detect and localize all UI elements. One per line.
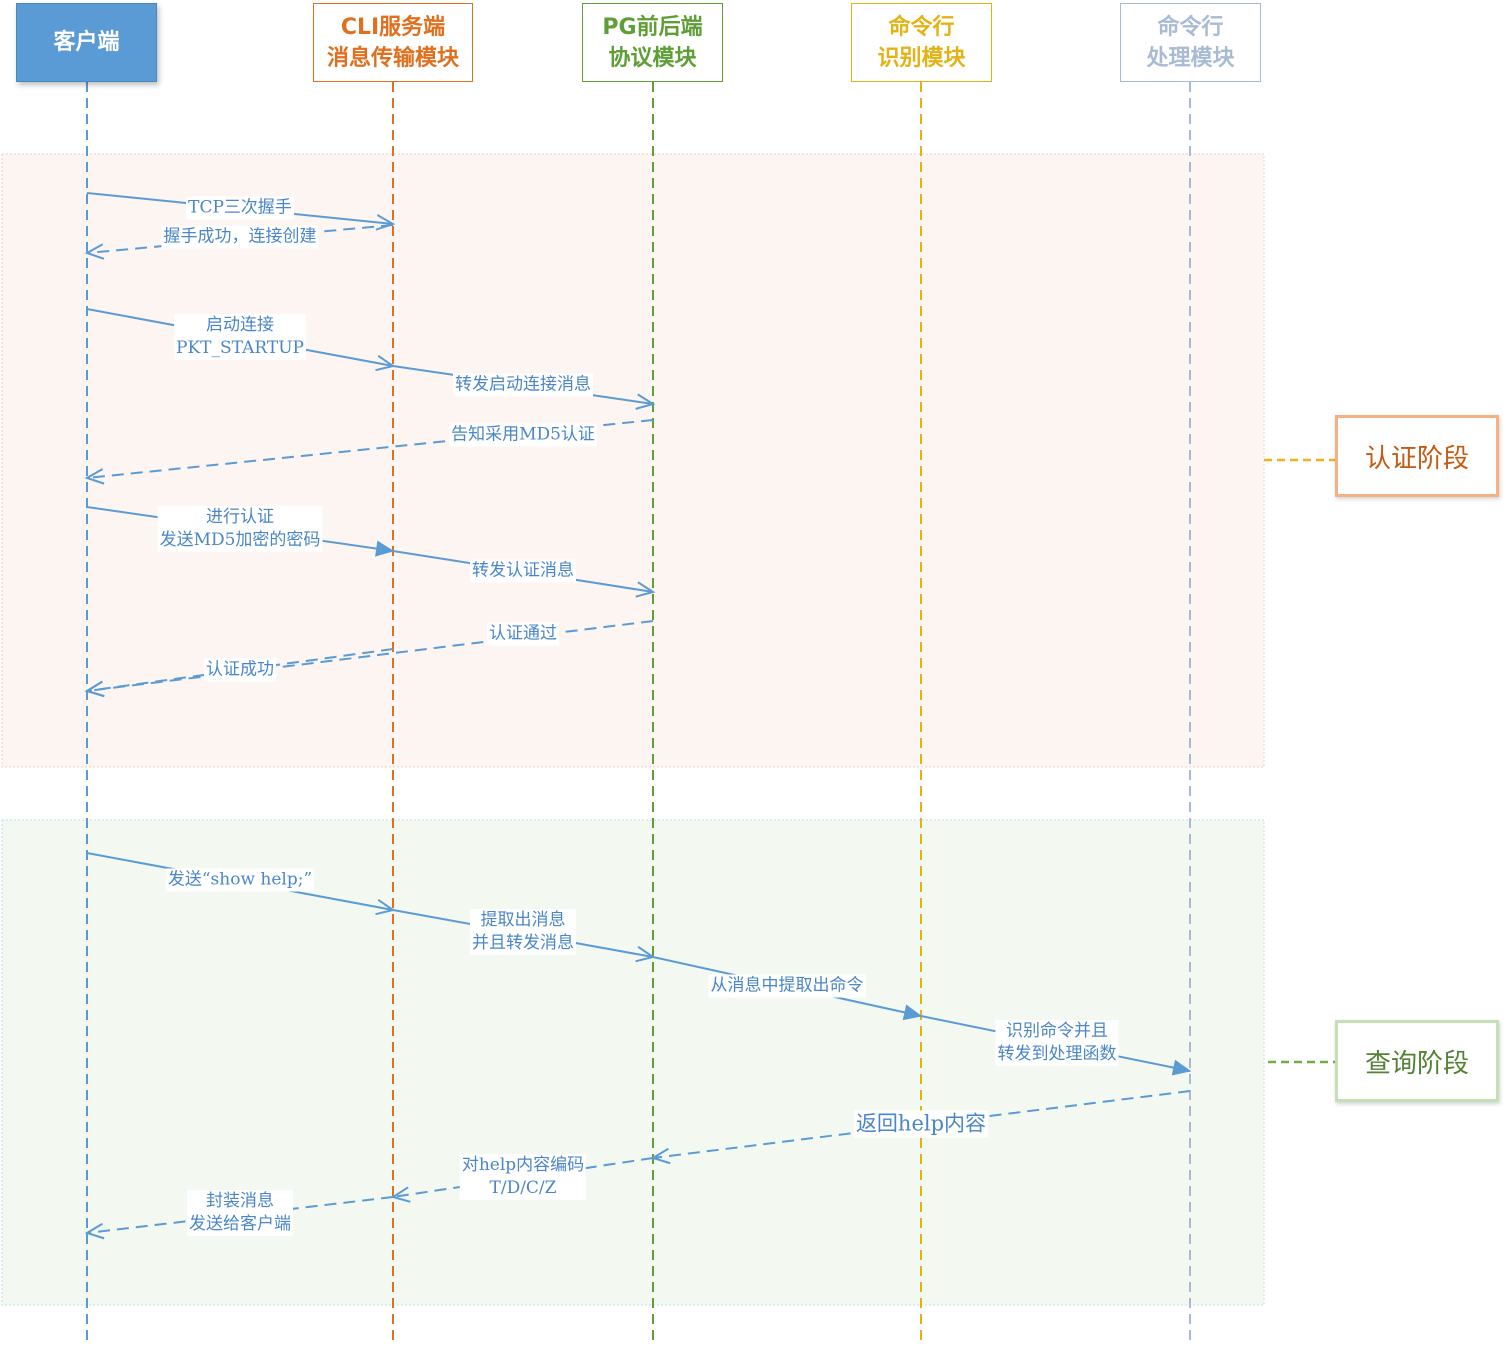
- message-label-9: 认证成功: [204, 658, 276, 682]
- message-label-line: 返回help内容: [855, 1111, 987, 1136]
- message-label-5: 告知采用MD5认证: [449, 423, 597, 447]
- participant-label: 消息传输模块: [326, 45, 459, 71]
- message-label-line: 发送给客户端: [189, 1214, 291, 1234]
- message-label-4: 转发启动连接消息: [453, 373, 593, 397]
- message-arrowhead-6: [375, 540, 395, 557]
- message-label-line: 认证成功: [206, 659, 274, 680]
- message-label-8: 认证通过: [487, 622, 559, 646]
- message-arrowhead-13: [1171, 1059, 1192, 1076]
- message-arrowhead-9: [84, 680, 105, 697]
- message-label-line: PKT_STARTUP: [176, 338, 304, 358]
- participant-label: 命令行: [1157, 14, 1224, 40]
- message-label-line: 并且转发消息: [472, 933, 574, 953]
- message-arrowhead-7: [635, 581, 656, 598]
- participant-4: 命令行识别模块: [851, 3, 992, 82]
- message-label-line: 识别命令并且: [1006, 1021, 1108, 1041]
- message-arrowhead-16: [84, 1222, 105, 1240]
- message-label-13: 识别命令并且转发到处理函数: [995, 1020, 1119, 1066]
- message-label-line: 从消息中提取出命令: [710, 975, 864, 996]
- participant-label: 协议模块: [608, 45, 697, 71]
- participant-3: PG前后端协议模块: [582, 3, 723, 82]
- participant-label: 客户端: [53, 30, 120, 55]
- message-label-line: 封装消息: [206, 1191, 274, 1211]
- message-label-1: TCP三次握手: [186, 196, 294, 220]
- message-label-14: 返回help内容: [853, 1110, 989, 1138]
- message-label-line: 进行认证: [205, 507, 274, 527]
- message-label-11: 提取出消息并且转发消息: [470, 909, 576, 955]
- message-label-line: 提取出消息: [480, 910, 566, 930]
- message-arrowhead-1: [375, 214, 396, 231]
- message-arrow-15: [392, 1157, 654, 1198]
- message-label-line: 发送MD5加密的密码: [159, 530, 321, 550]
- message-label-10: 发送“show help;”: [165, 868, 315, 892]
- message-label-line: 发送“show help;”: [167, 869, 313, 890]
- phase-label-1: 认证阶段: [1335, 415, 1499, 497]
- message-label-line: 握手成功，连接创建: [163, 226, 317, 247]
- phase-label-2: 查询阶段: [1335, 1020, 1499, 1102]
- participant-label: 命令行: [888, 14, 955, 40]
- message-label-line: 认证通过: [489, 623, 557, 644]
- participant-1: 客户端: [16, 3, 157, 82]
- participant-label: PG前后端: [602, 14, 703, 40]
- message-label-15: 对help内容编码 T/D/C/Z: [459, 1154, 587, 1200]
- message-label-6: 进行认证发送MD5加密的密码: [157, 506, 323, 552]
- message-arrowhead-2: [84, 243, 105, 260]
- message-label-line: 启动连接: [205, 315, 274, 335]
- participant-2: CLI服务端消息传输模块: [313, 3, 473, 82]
- message-label-7: 转发认证消息: [470, 559, 576, 583]
- message-label-line: 转发认证消息: [472, 560, 574, 581]
- participant-label: 处理模块: [1146, 45, 1235, 71]
- participant-label: 识别模块: [877, 45, 966, 71]
- message-arrowhead-5: [84, 468, 105, 485]
- participant-5: 命令行处理模块: [1120, 3, 1261, 82]
- message-label-line: 转发到处理函数: [997, 1044, 1117, 1064]
- message-label-line: T/D/C/Z: [489, 1178, 557, 1198]
- message-label-line: TCP三次握手: [188, 197, 292, 218]
- message-arrowhead-4: [635, 393, 656, 410]
- message-label-12: 从消息中提取出命令: [708, 974, 866, 998]
- message-label-3: 启动连接 PKT_STARTUP: [174, 314, 306, 360]
- message-label-line: 转发启动连接消息: [455, 374, 591, 395]
- message-label-2: 握手成功，连接创建: [161, 225, 319, 249]
- message-label-line: 告知采用MD5认证: [451, 424, 595, 445]
- participant-label: CLI服务端: [340, 14, 446, 40]
- message-label-16: 封装消息发送给客户端: [187, 1190, 293, 1236]
- message-label-line: 对help内容编码: [461, 1155, 585, 1175]
- message-arrowhead-12: [902, 1004, 923, 1021]
